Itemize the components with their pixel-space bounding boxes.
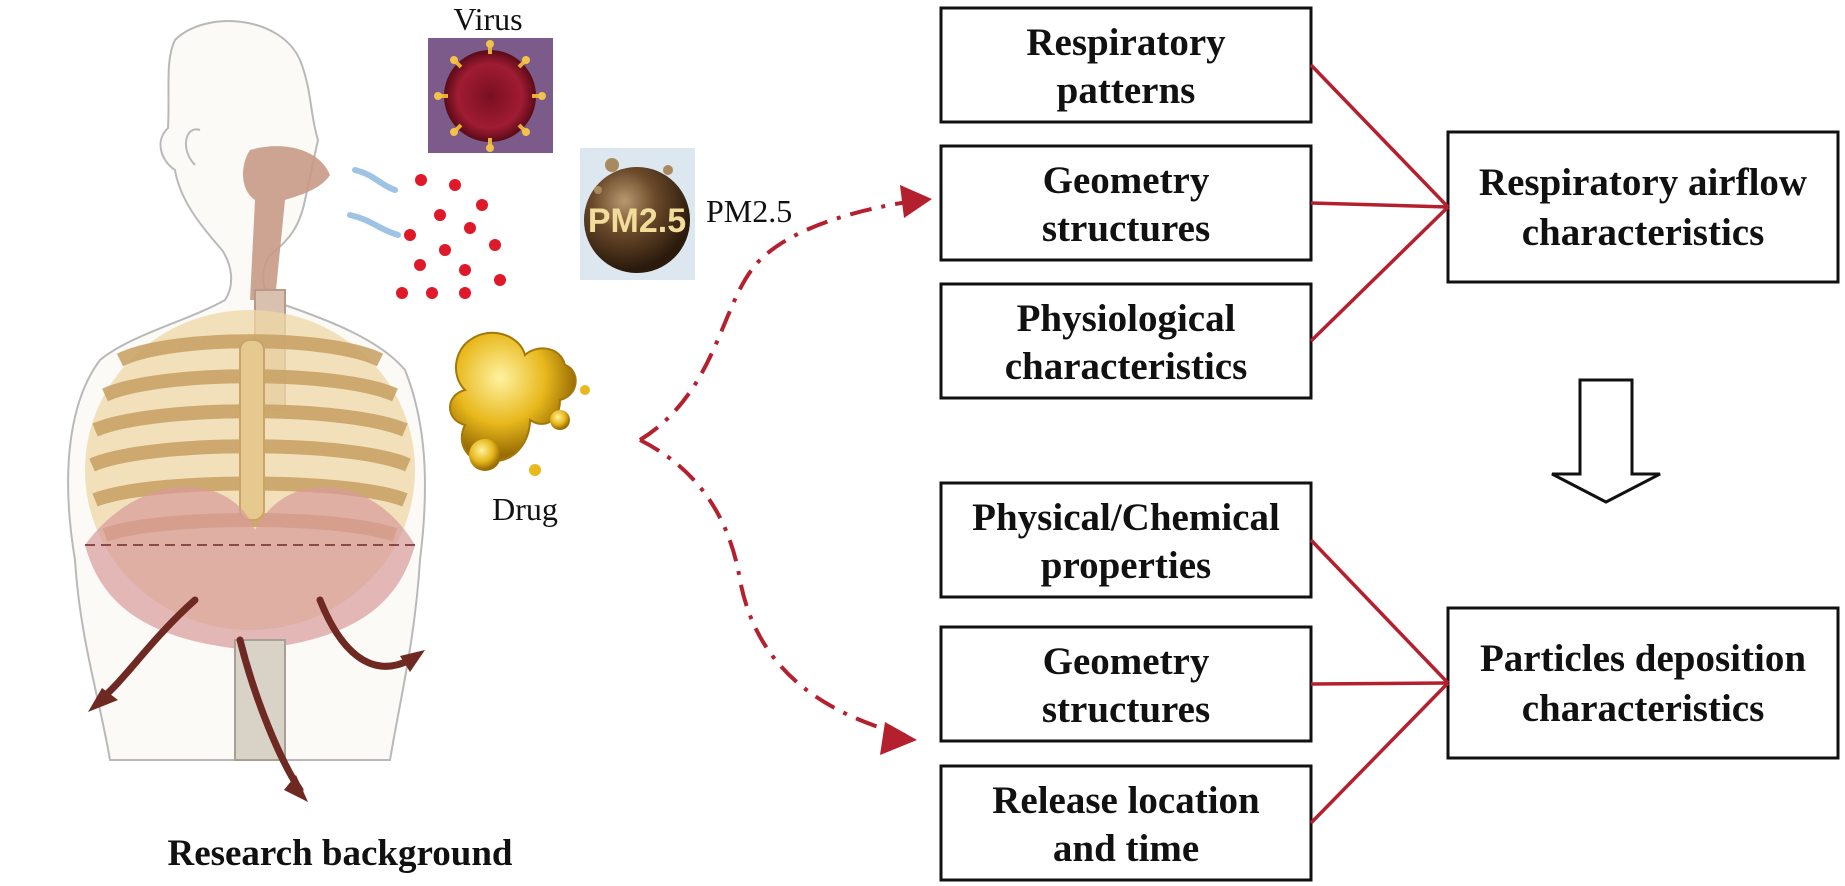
particle-dot — [396, 287, 408, 299]
particle-dot — [415, 174, 427, 186]
factor-label-line1: Physical/Chemical — [972, 496, 1280, 539]
outcome-label-line1: Particles deposition — [1480, 637, 1806, 680]
drug-icon — [449, 331, 590, 476]
human-respiratory-illustration — [67, 20, 426, 802]
factor-label-line2: characteristics — [1005, 345, 1248, 388]
outcome-label-line2: characteristics — [1522, 687, 1765, 730]
virus-label: Virus — [453, 1, 522, 37]
particle-dot — [414, 259, 426, 271]
airway-shape — [243, 146, 330, 300]
particle-dot — [404, 229, 416, 241]
airflow-factor-box: Geometry structures — [939, 144, 1313, 262]
particle-dot — [494, 274, 506, 286]
airflow-factor-box: Respiratory patterns — [939, 6, 1313, 124]
drug-label: Drug — [492, 491, 558, 527]
breath-flow-icon — [347, 167, 401, 238]
particle-dot — [489, 239, 501, 251]
factor-label-line2: and time — [1053, 827, 1199, 870]
airflow-factor-box: Physiological characteristics — [939, 282, 1313, 400]
airflow-connector-lines — [1309, 63, 1450, 343]
particle-dot — [426, 287, 438, 299]
airflow-outcome-box: Respiratory airflow characteristics — [1446, 130, 1840, 284]
factor-label-line1: Geometry — [1043, 159, 1210, 202]
pm25-label: PM2.5 — [706, 193, 792, 229]
particles-outcome-box: Particles deposition characteristics — [1446, 606, 1840, 760]
inhaled-particles — [396, 174, 506, 299]
particle-dot — [434, 209, 446, 221]
lower-connector-arrowhead — [880, 722, 917, 755]
particle-dot — [464, 222, 476, 234]
lower-dashdot-connector — [639, 438, 906, 737]
movement-arrowheads — [88, 650, 425, 802]
particle-dot — [459, 264, 471, 276]
particle-dot — [476, 199, 488, 211]
factor-label-line1: Physiological — [1017, 297, 1236, 340]
particle-dot — [459, 287, 471, 299]
particle-dot — [439, 244, 451, 256]
upper-connector-arrowhead — [900, 185, 932, 218]
diaphragm-shape — [85, 486, 415, 650]
down-hollow-arrow — [1551, 378, 1661, 504]
outcome-label-line2: characteristics — [1522, 211, 1765, 254]
particle-factor-box: Geometry structures — [939, 625, 1313, 743]
factor-label-line2: structures — [1042, 207, 1210, 250]
factor-label-line2: patterns — [1057, 69, 1196, 112]
ear-shape — [185, 128, 201, 166]
factor-label-line2: structures — [1042, 688, 1210, 731]
particle-factor-box: Release location and time — [939, 764, 1313, 882]
factor-label-line1: Geometry — [1043, 640, 1210, 683]
particle-factor-box: Physical/Chemical properties — [939, 481, 1313, 599]
factor-label-line1: Release location — [992, 779, 1260, 822]
pm25-badge-text: PM2.5 — [588, 202, 686, 240]
pm25-particle-icon: PM2.5 — [580, 148, 695, 280]
outcome-label-line1: Respiratory airflow — [1479, 161, 1807, 204]
upper-dashdot-connector — [638, 198, 921, 442]
particle-dot — [449, 179, 461, 191]
factor-label-line1: Respiratory — [1026, 21, 1226, 64]
sternum-shape — [239, 339, 265, 521]
factor-label-line2: properties — [1041, 544, 1211, 587]
virus-icon — [428, 38, 553, 153]
diaphragm-movement-arrows — [96, 596, 414, 794]
research-background-caption: Research background — [167, 833, 512, 874]
particles-connector-lines — [1309, 538, 1450, 825]
